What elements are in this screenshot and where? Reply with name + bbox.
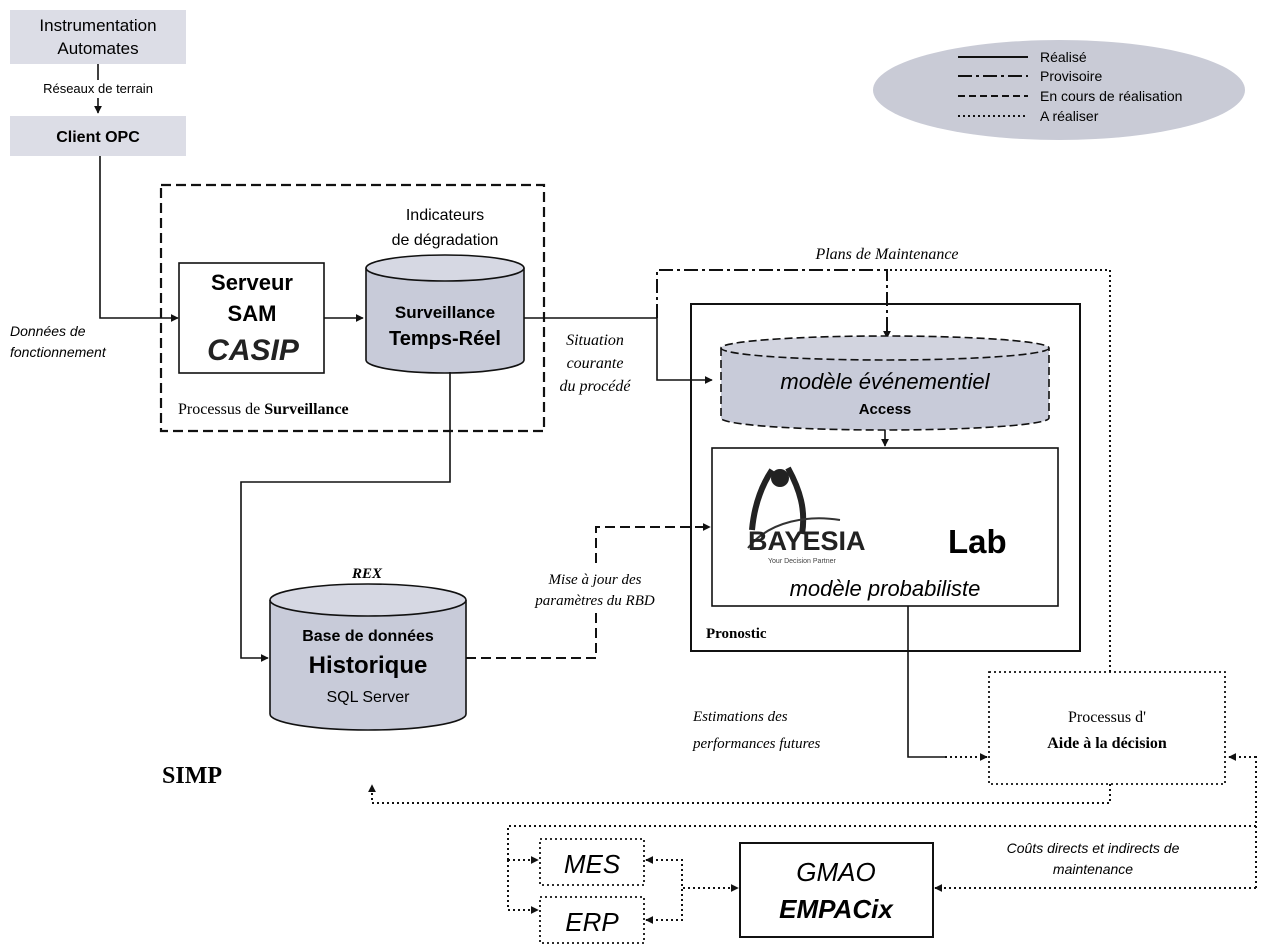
- legend-label-a-realiser: A réaliser: [1040, 108, 1099, 124]
- surveillance-process-frame: [159, 183, 546, 433]
- bayesia-tagline: Your Decision Partner: [768, 558, 837, 565]
- access-label: Access: [859, 401, 912, 418]
- arrow-estimations-solid: [907, 606, 945, 758]
- rex-label: REX: [351, 566, 383, 582]
- situation-label-2: courante: [567, 355, 624, 372]
- donnees-label-2: fonctionnement: [10, 344, 107, 360]
- arrow-opc-to-serveur: [99, 156, 179, 322]
- bayesia-lab: Lab: [948, 523, 1007, 560]
- serveur-sam-box: [178, 262, 325, 374]
- surveillance-db-label-1: Surveillance: [395, 303, 495, 322]
- gmao-box: [739, 842, 934, 938]
- aide-label-2: Aide à la décision: [1047, 735, 1167, 752]
- couts-label-2: maintenance: [1053, 861, 1133, 877]
- plans-dotted-line: [887, 269, 1111, 672]
- surveillance-db: [365, 254, 525, 374]
- aide-label-1: Processus d': [1068, 709, 1146, 726]
- historique-label-1: Base de données: [302, 628, 434, 645]
- plans-label: Plans de Maintenance: [814, 246, 958, 263]
- estimations-label-2: performances futures: [692, 736, 821, 752]
- right-dotted-loop: [507, 756, 1257, 860]
- bayesia-brand: BAYESIA: [748, 526, 866, 556]
- mise-a-jour-label-1: Mise à jour des: [548, 572, 642, 588]
- reseaux-label: Réseaux de terrain: [43, 81, 153, 96]
- arrow-situation: [524, 317, 713, 384]
- mes-box: [539, 838, 645, 886]
- instrumentation-label: Instrumentation: [39, 16, 156, 35]
- erp-label: ERP: [565, 907, 619, 937]
- sam-label: SAM: [228, 301, 277, 326]
- gmao-label: GMAO: [796, 857, 875, 887]
- legend: Réalisé Provisoire En cours de réalisati…: [873, 40, 1245, 140]
- historique-label-2: Historique: [309, 652, 428, 679]
- situation-label-1: Situation: [566, 332, 624, 349]
- surveillance-db-label-2: Temps-Réel: [389, 328, 501, 350]
- casip-logo: CASIP: [207, 334, 300, 367]
- indicateurs-label-2: de dégradation: [392, 232, 499, 249]
- automates-label: Automates: [57, 39, 138, 58]
- client-opc-box: [10, 116, 186, 156]
- erp-gmao-link: [645, 888, 683, 924]
- historique-label-3: SQL Server: [327, 689, 411, 706]
- instrumentation-box: [10, 10, 186, 64]
- aide-decision-box: [988, 671, 1226, 785]
- donnees-label-1: Données de: [10, 323, 86, 339]
- empacix-label: EMPACix: [779, 894, 894, 924]
- mise-a-jour-label-2: paramètres du RBD: [534, 593, 655, 609]
- legend-background: [873, 40, 1245, 140]
- simp-label: SIMP: [162, 763, 222, 789]
- indicateurs-label-1: Indicateurs: [406, 207, 484, 224]
- estimations-label-1: Estimations des: [692, 709, 788, 725]
- legend-label-en-cours: En cours de réalisation: [1040, 88, 1182, 104]
- arrow-loop-to-erp: [507, 860, 539, 914]
- situation-label-3: du procédé: [560, 378, 632, 395]
- couts-label-1: Coûts directs et indirects de: [1007, 840, 1180, 856]
- modele-probabiliste-label: modèle probabiliste: [790, 576, 981, 601]
- arrow-aide-to-historique: [368, 784, 1111, 804]
- historique-db: [269, 583, 467, 731]
- arrow-surveillance-to-historique: [240, 372, 451, 662]
- processus-surveillance-label: Processus de Surveillance: [178, 401, 349, 418]
- pronostic-label: Pronostic: [706, 626, 767, 642]
- evenementiel-db: [720, 335, 1050, 431]
- bayesia-logo-icon: [747, 466, 841, 549]
- erp-box: [539, 896, 645, 944]
- mes-gmao-link: [645, 856, 739, 892]
- legend-label-realise: Réalisé: [1040, 49, 1087, 65]
- pronostic-frame: [690, 303, 1081, 652]
- mes-label: MES: [564, 849, 621, 879]
- client-opc-label: Client OPC: [56, 129, 140, 146]
- legend-label-provisoire: Provisoire: [1040, 68, 1102, 84]
- evenementiel-label: modèle événementiel: [780, 369, 990, 394]
- serveur-label: Serveur: [211, 270, 293, 295]
